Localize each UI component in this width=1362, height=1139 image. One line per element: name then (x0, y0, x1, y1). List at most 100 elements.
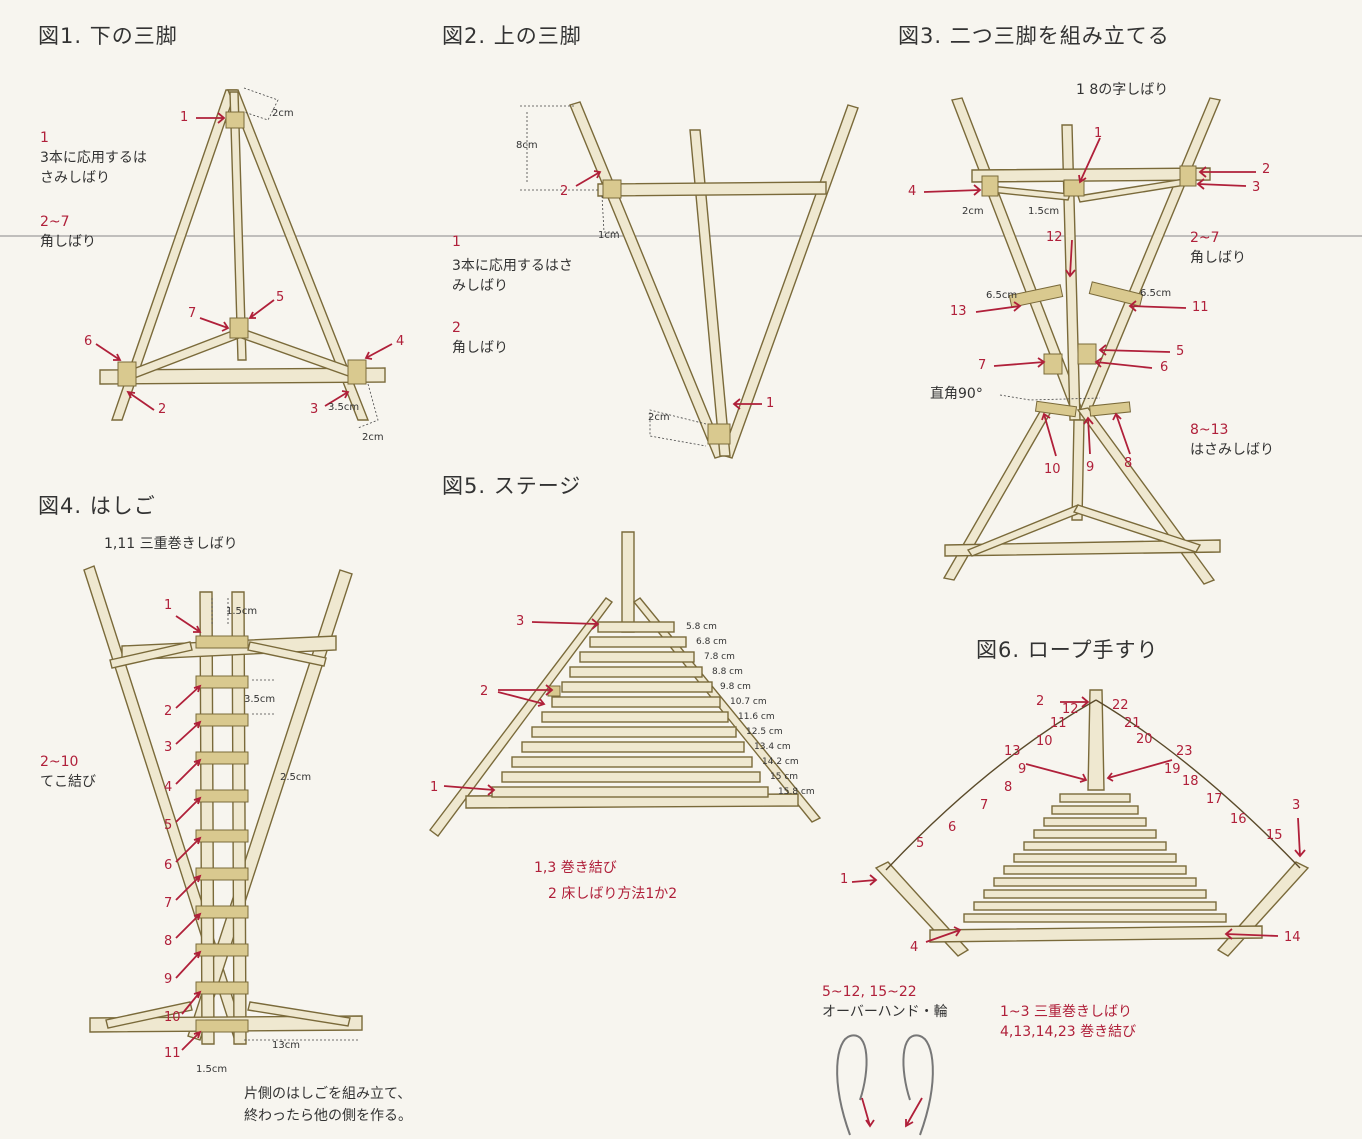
fig3-dim-center: 1.5cm (1028, 206, 1060, 217)
fig6-num: 18 (1182, 774, 1199, 789)
fig1-num: 6 (84, 334, 93, 349)
fig1-note1-number: 1 (40, 130, 49, 146)
fig6-num: 20 (1136, 732, 1153, 747)
fig5-num: 2 (480, 684, 489, 699)
fig1-num: 2 (158, 402, 167, 417)
fig6-num: 11 (1050, 716, 1067, 731)
fig6-note-left2: オーバーハンド・輪 (822, 1004, 948, 1020)
fig6-num: 13 (1004, 744, 1021, 759)
fig1-arrows (95, 112, 393, 411)
fig2-title: 図2. 上の三脚 (442, 24, 582, 48)
fig4-num: 7 (164, 896, 173, 911)
fig3-num: 9 (1086, 460, 1095, 475)
fig6-num: 17 (1206, 792, 1223, 807)
fig2-num: 2 (560, 184, 569, 199)
fig3-num: 3 (1252, 180, 1261, 195)
fig2-tripod-drawing (520, 101, 859, 459)
fig3-dim-left: 2cm (962, 206, 984, 217)
fig2-arrows (575, 170, 762, 410)
fig3-note3-text: はさみしばり (1190, 442, 1274, 458)
fig5-note2: 2 床しばり方法1か2 (548, 886, 678, 902)
fig4-num: 5 (164, 818, 173, 833)
fig3-title: 図3. 二つ三脚を組み立てる (898, 24, 1170, 48)
fig5-num: 3 (516, 614, 525, 629)
fig3-num: 13 (950, 304, 967, 319)
fig1-num: 4 (396, 334, 405, 349)
fig2-note2-number: 2 (452, 320, 461, 336)
fig4-num: 6 (164, 858, 173, 873)
fig6-num: 10 (1036, 734, 1053, 749)
fig1-dim-bottom: 3.5cm (328, 402, 360, 413)
fig3-note3-number: 8~13 (1190, 422, 1229, 438)
fig6-arrows (851, 696, 1306, 1128)
fig5-stair-width: 11.6 cm (738, 712, 775, 722)
fig3-num: 1 (1094, 126, 1103, 141)
fig4-title: 図4. はしご (38, 494, 156, 518)
fig1-dim-top: 2cm (272, 108, 294, 119)
fig3-top-note: 1 8の字しばり (1076, 82, 1169, 98)
fig4-dim-top: 1.5cm (226, 606, 258, 617)
fig3-dim-left-diag: 6.5cm (986, 290, 1018, 301)
fig4-bottom-note2: 終わったら他の側を作る。 (244, 1108, 412, 1124)
fig5-stair-width: 7.8 cm (704, 652, 735, 662)
fig1-num: 7 (188, 306, 197, 321)
fig4-dim-spacing: 3.5cm (244, 694, 276, 705)
fig5-note1: 1,3 巻き結び (534, 860, 617, 876)
fig3-num: 12 (1046, 230, 1063, 245)
fig5-num: 1 (430, 780, 439, 795)
fig1-num: 1 (180, 110, 189, 125)
fig1-num: 3 (310, 402, 319, 417)
fig3-num: 7 (978, 358, 987, 373)
fig3-num: 5 (1176, 344, 1185, 359)
fig4-top-note: 1,11 三重巻きしばり (104, 536, 238, 552)
fig3-note2-number: 2~7 (1190, 230, 1220, 246)
fig2-dim-gap: 1cm (598, 230, 620, 241)
fig4-dim-bottom: 1.5cm (196, 1064, 228, 1075)
fig2-note2-text: 角しばり (452, 340, 508, 356)
fig3-num: 10 (1044, 462, 1061, 477)
fig4-ladder-drawing (83, 565, 363, 1045)
fig3-arrows (923, 137, 1256, 457)
fig2-note1-number: 1 (452, 234, 461, 250)
fig6-num: 19 (1164, 762, 1181, 777)
fig1-note2-number: 2~7 (40, 214, 70, 230)
fig6-num: 23 (1176, 744, 1193, 759)
fig1-dim-side: 2cm (362, 432, 384, 443)
fig5-stair-width: 5.8 cm (686, 622, 717, 632)
fig6-note-right1: 1~3 三重巻きしばり (1000, 1004, 1132, 1020)
fig1-num: 5 (276, 290, 285, 305)
fig5-stair-width: 12.5 cm (746, 727, 783, 737)
fig6-note-left1: 5~12, 15~22 (822, 984, 917, 1000)
fig2-num: 1 (766, 396, 775, 411)
fig6-note-right2: 4,13,14,23 巻き結び (1000, 1024, 1137, 1040)
fig5-stair-width: 10.7 cm (730, 697, 767, 707)
fig1-note1-text2: さみしばり (40, 170, 110, 186)
fig2-note1-text2: みしばり (452, 278, 508, 294)
fig5-stair-width: 9.8 cm (720, 682, 751, 692)
fig6-num: 8 (1004, 780, 1013, 795)
fig4-num: 8 (164, 934, 173, 949)
fig6-handrail-drawing (836, 689, 1310, 1136)
fig6-num: 7 (980, 798, 989, 813)
fig6-num: 5 (916, 836, 925, 851)
fig6-num: 22 (1112, 698, 1129, 713)
fig6-num: 9 (1018, 762, 1027, 777)
fig3-num: 11 (1192, 300, 1209, 315)
fig6-num: 12 (1062, 702, 1079, 717)
fig5-stair-width: 15.8 cm (778, 787, 815, 797)
fig3-dim-right-diag: 6.5cm (1140, 288, 1172, 299)
fig2-dim-bottom: 2cm (648, 412, 670, 423)
fig4-dim-width: 13cm (272, 1040, 300, 1051)
fig5-stair-width: 13.4 cm (754, 742, 791, 752)
fig5-stair-width: 6.8 cm (696, 637, 727, 647)
fig1-note2-text: 角しばり (40, 234, 96, 250)
fig4-note2-number: 2~10 (40, 754, 79, 770)
fig4-num: 1 (164, 598, 173, 613)
fig1-tripod-drawing (99, 87, 386, 429)
fig6-title: 図6. ロープ手すり (976, 638, 1159, 662)
fig6-num: 4 (910, 940, 919, 955)
fig3-note2-text: 角しばり (1190, 250, 1246, 266)
fig2-dim-height: 8cm (516, 140, 538, 151)
fig6-num: 6 (948, 820, 957, 835)
